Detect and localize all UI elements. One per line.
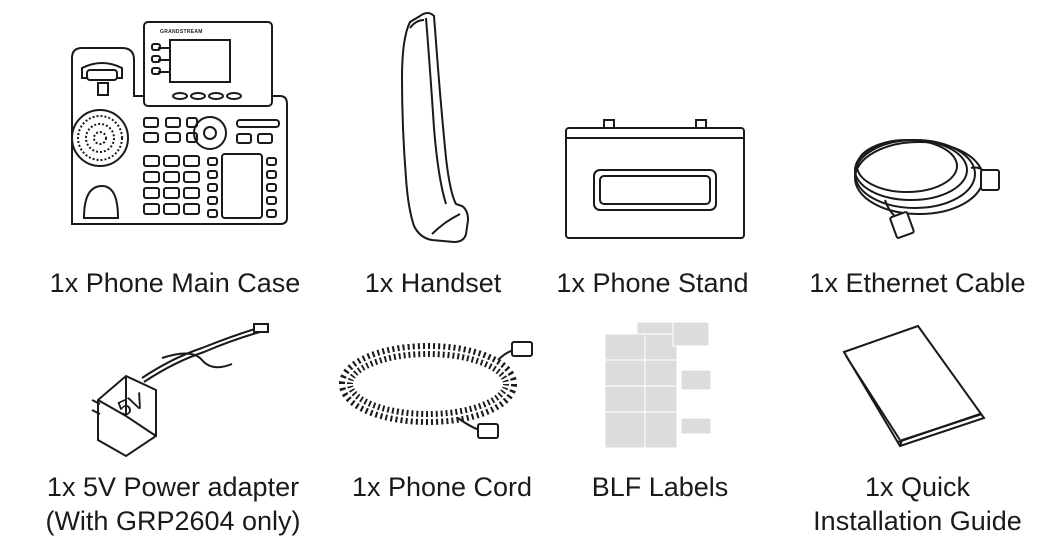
phone-cord-image xyxy=(338,330,538,450)
caption-phone-cord: 1x Phone Cord xyxy=(351,472,533,502)
caption-quick-guide-line1: 1x Quick xyxy=(864,472,971,502)
handset-image xyxy=(398,8,478,248)
caption-power-adapter-line1: 1x 5V Power adapter xyxy=(46,472,300,502)
brand-logo-text: GRANDSTREAM xyxy=(160,29,203,35)
caption-quick-guide: 1x Quick Installation Guide xyxy=(795,470,1040,538)
phone-stand-image xyxy=(560,114,750,244)
caption-phone-main-case: 1x Phone Main Case xyxy=(49,268,301,298)
caption-handset: 1x Handset xyxy=(364,268,502,298)
blf-labels-image xyxy=(605,322,715,450)
quick-guide-image xyxy=(838,322,998,450)
caption-quick-guide-line2: Installation Guide xyxy=(813,506,1022,536)
phone-main-case-image: GRANDSTREAM xyxy=(62,18,292,248)
ethernet-cable-image xyxy=(845,108,1005,248)
caption-phone-stand: 1x Phone Stand xyxy=(556,268,749,298)
power-adapter-image: 5V xyxy=(82,318,272,458)
caption-power-adapter-line2: (With GRP2604 only) xyxy=(45,506,301,536)
caption-power-adapter: 1x 5V Power adapter (With GRP2604 only) xyxy=(28,470,318,538)
caption-ethernet-cable: 1x Ethernet Cable xyxy=(809,268,1026,298)
caption-blf-labels: BLF Labels xyxy=(591,472,729,502)
